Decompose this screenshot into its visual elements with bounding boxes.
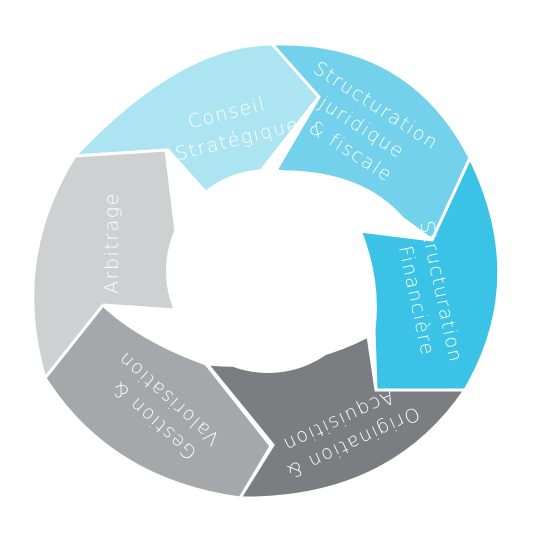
center-hole — [166, 169, 370, 373]
label-arbitrage: Arbitrage — [101, 192, 123, 294]
